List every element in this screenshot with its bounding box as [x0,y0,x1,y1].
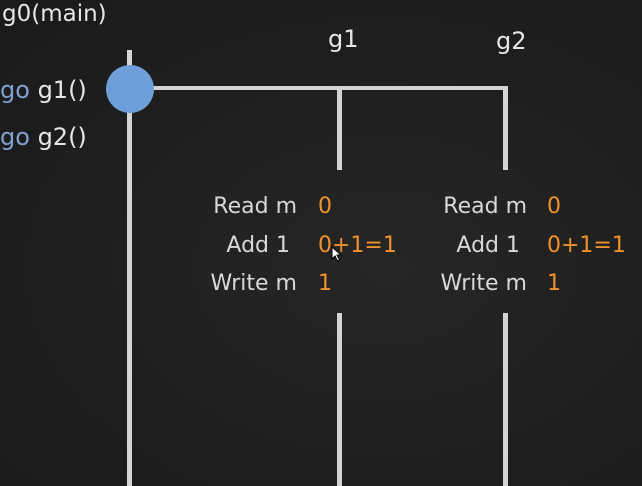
spawn-point-dot [106,65,154,113]
g2-step-label-add: Add 1 [456,233,520,258]
g2-timeline-upper [503,86,508,170]
call-text: g1() [37,76,87,104]
mouse-pointer-icon [331,246,343,262]
g2-step-label-read: Read m [443,194,527,219]
g2-step-value-read: 0 [547,194,561,219]
thread-title-main: g0(main) [2,1,107,27]
g1-step-value-write: 1 [318,271,332,296]
g1-step-value-add: 0+1=1 [318,233,397,258]
call-text: g2() [37,123,87,151]
g2-step-label-write: Write m [440,271,527,296]
go-keyword: go [0,123,30,151]
spawn-call-g2: go g2() [0,125,87,149]
g2-step-value-write: 1 [547,271,561,296]
g1-step-label-write: Write m [210,271,297,296]
g1-step-label-read: Read m [213,194,297,219]
spawn-branch [130,86,508,90]
g1-step-value-read: 0 [318,194,332,219]
thread-title-g2: g2 [496,27,527,55]
g1-timeline-upper [337,86,342,170]
spawn-call-g1: go g1() [0,78,87,102]
go-keyword: go [0,76,30,104]
g2-timeline-lower [503,313,508,486]
g2-step-value-add: 0+1=1 [547,233,626,258]
g1-timeline-lower [337,313,342,486]
main-timeline [127,50,132,486]
thread-title-g1: g1 [328,25,359,53]
g1-step-label-add: Add 1 [226,233,290,258]
